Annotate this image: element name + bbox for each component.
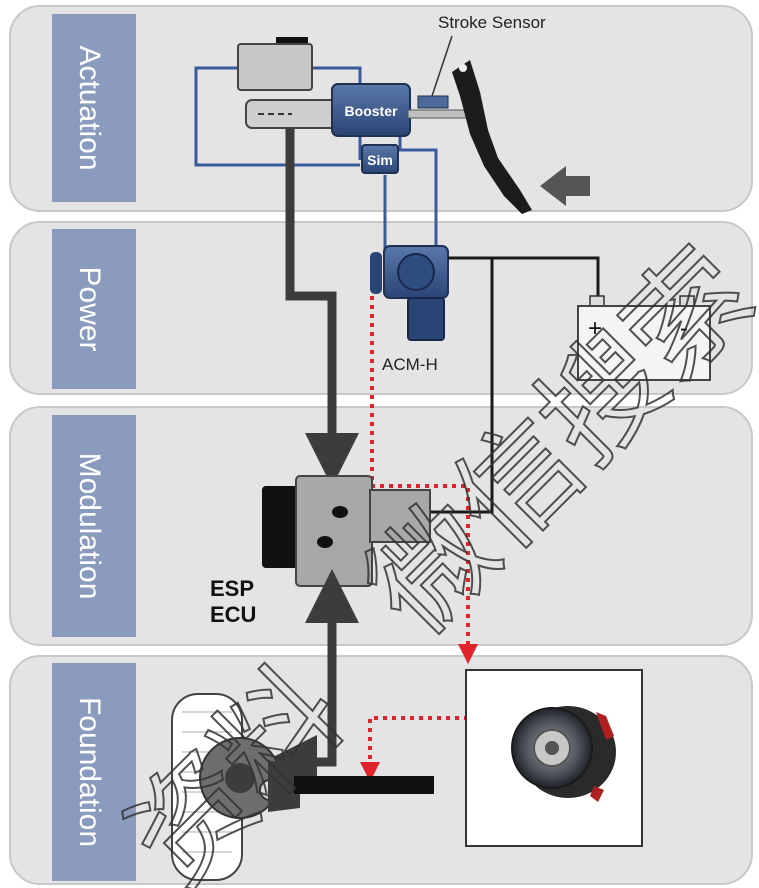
reservoir <box>237 37 313 91</box>
layer-label-power: Power <box>73 266 106 351</box>
master-cylinder <box>245 99 343 129</box>
esp-ecu-unit: ESP ECU <box>210 475 431 627</box>
electric-brake-photo <box>465 669 643 847</box>
acm-h-label: ACM-H <box>382 355 438 374</box>
layer-label-foundation: Foundation <box>73 697 106 847</box>
push-rod <box>407 109 471 119</box>
brake-pedal <box>452 60 532 214</box>
stroke-sensor: Stroke Sensor <box>417 13 546 109</box>
layer-tab-power <box>52 229 136 389</box>
acm-h-unit: ACM-H <box>370 245 449 374</box>
layer-panel-power: Power <box>9 221 753 395</box>
layer-tab-modulation <box>52 415 136 637</box>
pedal-simulator: Sim <box>361 144 399 174</box>
layer-label-modulation: Modulation <box>73 453 106 600</box>
ecu-label: ECU <box>210 602 256 627</box>
booster-label: Booster <box>345 103 398 119</box>
booster: Booster <box>331 83 411 137</box>
stroke-sensor-label: Stroke Sensor <box>438 13 546 32</box>
brake-disc <box>199 737 300 819</box>
power-wiring <box>430 256 600 514</box>
layer-tab-foundation <box>52 663 136 881</box>
sim-label: Sim <box>367 152 393 168</box>
hydraulic-line-to-esp <box>285 128 359 487</box>
battery-plus-sign: + <box>588 315 602 342</box>
battery: + - <box>577 295 711 381</box>
layer-tab-actuation <box>52 14 136 202</box>
hydraulic-line-to-wheel <box>263 700 337 789</box>
axle <box>294 776 434 794</box>
signal-lines-red <box>360 296 478 782</box>
battery-minus-sign: - <box>680 315 688 342</box>
layer-label-actuation: Actuation <box>73 45 106 170</box>
pedal-force-arrow <box>540 166 590 206</box>
esp-label: ESP <box>210 576 254 601</box>
